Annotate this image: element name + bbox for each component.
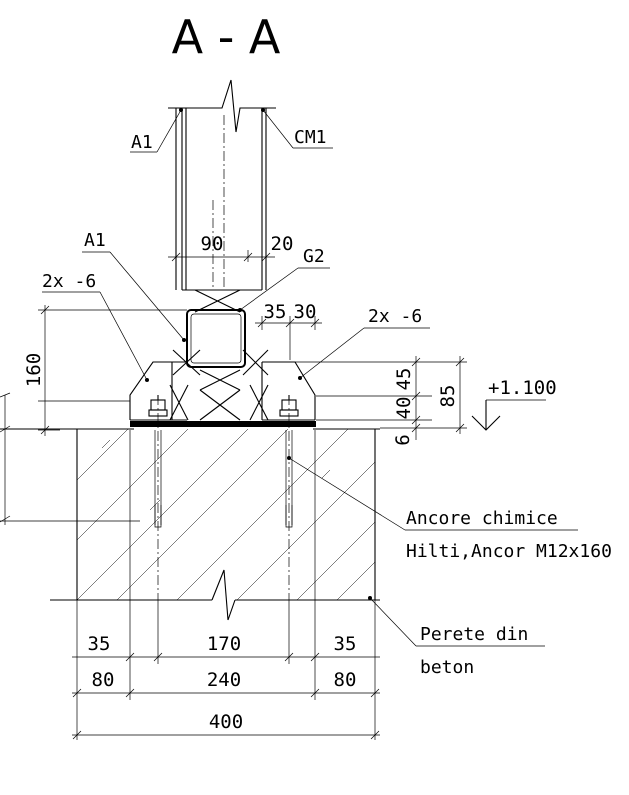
elevation-marker: +1.100 [471,377,557,431]
dim-35-top: 35 [264,301,287,323]
label-anchors-line2: Hilti,Ancor M12x160 [406,541,612,562]
dim-35-left: 35 [88,633,111,655]
leader-g2: G2 [238,246,330,312]
concrete-hatch [77,429,375,600]
dim-170: 170 [207,633,241,655]
label-plate-right: 2x -6 [368,306,422,327]
dim-45: 45 [393,368,415,391]
beam-g2-section [186,309,246,368]
leader-cm1: CM1 [261,108,333,149]
dim-right-stack: 45 40 85 6 [262,356,467,446]
label-wall-line1: Perete din [420,624,528,645]
dim-160: 160 [23,353,45,387]
section-title: A - A [172,10,281,64]
base-plate [130,421,316,427]
leader-a1-mid: A1 [82,230,186,342]
leader-anchors: Ancore chimice Hilti,Ancor M12x160 [287,456,612,562]
dim-85: 85 [437,385,459,408]
dim-240: 240 [207,669,241,691]
leader-plate-left: 2x -6 [42,271,149,382]
chemical-anchor-left [148,395,168,600]
dim-400: 400 [209,711,243,733]
label-wall-line2: beton [420,657,474,678]
dim-30-top: 30 [294,301,317,323]
dim-6: 6 [392,434,414,445]
label-a1-top: A1 [131,132,153,153]
leader-wall: Perete din beton [368,596,545,678]
dim-35-right: 35 [334,633,357,655]
label-g2: G2 [303,246,325,267]
dim-row-35-170-35: 35 170 35 [72,430,380,740]
bracing-cross [169,289,269,421]
dim-160: 160 [0,305,187,525]
dim-row-400: 400 [72,711,380,740]
elevation-label: +1.100 [488,377,557,399]
label-plate-left: 2x -6 [42,271,96,292]
dim-row-80-240-80: 80 240 80 [72,669,380,698]
label-cm1: CM1 [294,127,327,148]
dim-90: 90 [201,233,224,255]
dim-40: 40 [393,397,415,420]
dim-20: 20 [271,233,294,255]
gusset-plates [129,361,316,421]
dim-80-left: 80 [92,669,115,691]
column-cm1 [168,79,276,290]
dim-80-right: 80 [334,669,357,691]
dim-90-20: 90 20 [168,233,293,262]
label-anchors-line1: Ancore chimice [406,508,558,529]
dim-35-30: 35 30 [255,301,322,360]
leader-a1-top: A1 [130,108,183,153]
label-a1-mid: A1 [84,230,106,251]
leader-plate-right: 2x -6 [298,306,430,380]
concrete-wall [0,428,380,621]
chemical-anchor-right [279,395,299,600]
